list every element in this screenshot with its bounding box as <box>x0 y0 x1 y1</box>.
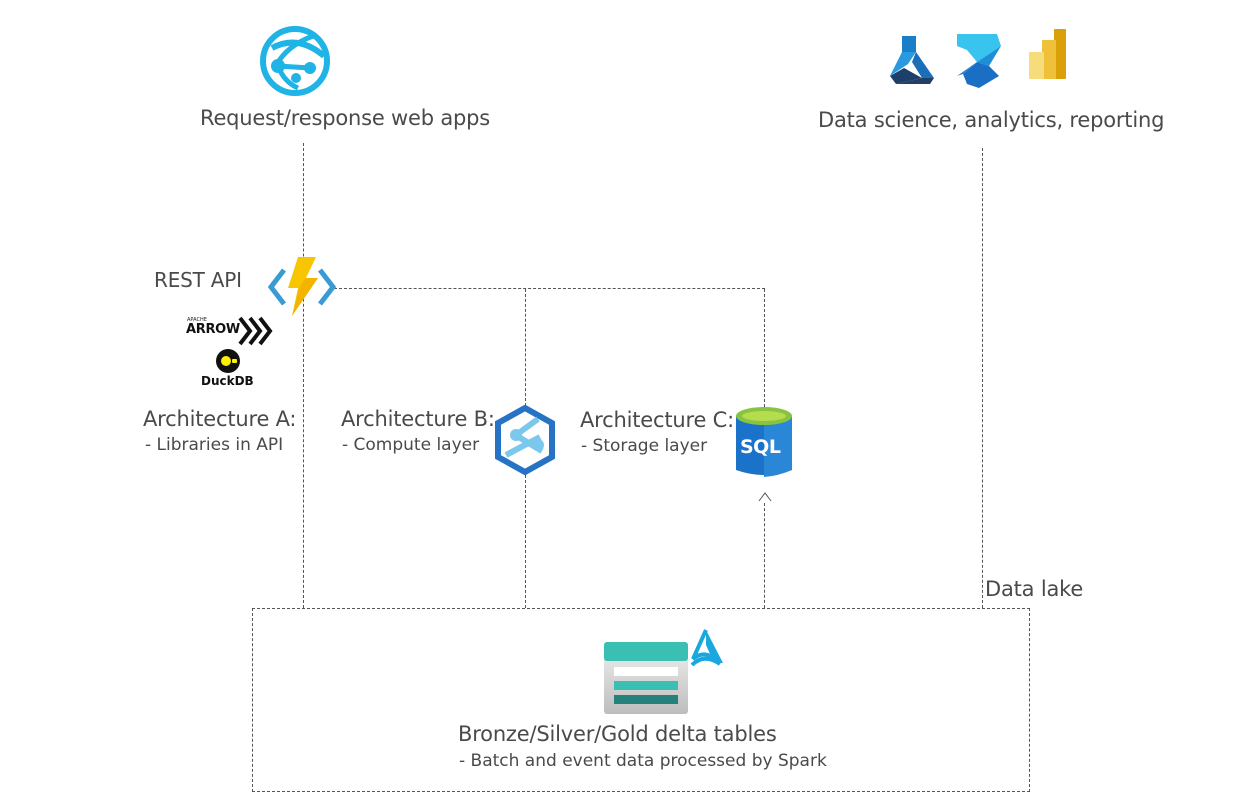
duckdb-logo: DuckDB <box>200 348 260 390</box>
web-apps-label: Request/response web apps <box>200 106 491 130</box>
connector-compute-down <box>525 475 526 608</box>
synapse-icon[interactable] <box>494 405 556 475</box>
power-bi-icon <box>1028 28 1068 80</box>
connector-storage-down <box>764 503 765 608</box>
storage-table-icon <box>604 642 688 714</box>
connector-compute-up <box>525 289 526 406</box>
sql-database-icon[interactable]: SQL <box>735 406 793 480</box>
architecture-c-desc: - Storage layer <box>581 436 708 456</box>
data-lake-title: Bronze/Silver/Gold delta tables <box>458 722 777 746</box>
duckdb-label: DuckDB <box>201 374 254 388</box>
data-lake-label: Data lake <box>985 577 1084 601</box>
apache-arrow-sublabel: APACHE <box>187 317 207 323</box>
globe-network-icon <box>258 26 332 96</box>
rest-api-label: REST API <box>154 268 242 292</box>
data-lake-icon <box>690 629 726 667</box>
apache-arrow-logo: APACHE ARROW <box>186 316 278 346</box>
azure-machine-learning-icon <box>888 34 936 86</box>
connector-webapps-to-lake <box>303 143 304 608</box>
analytics-label: Data science, analytics, reporting <box>818 108 1165 132</box>
architecture-c-title: Architecture C: <box>580 408 734 432</box>
sql-icon-text: SQL <box>740 436 781 458</box>
architecture-a-title: Architecture A: <box>143 407 297 431</box>
data-lake-boundary <box>252 608 1030 792</box>
data-lake-desc: - Batch and event data processed by Spar… <box>459 751 827 771</box>
azure-functions-icon[interactable] <box>268 256 336 318</box>
arrow-up-icon <box>757 491 773 503</box>
architecture-a-desc: - Libraries in API <box>145 435 284 455</box>
architecture-b-title: Architecture B: <box>341 407 495 431</box>
connector-analytics-to-lake <box>982 148 983 608</box>
connector-api-horizontal <box>334 288 765 289</box>
architecture-b-desc: - Compute layer <box>342 435 480 455</box>
synapse-pipelines-icon <box>953 32 1003 90</box>
connector-storage-up <box>764 289 765 407</box>
apache-arrow-label: ARROW <box>186 322 240 337</box>
